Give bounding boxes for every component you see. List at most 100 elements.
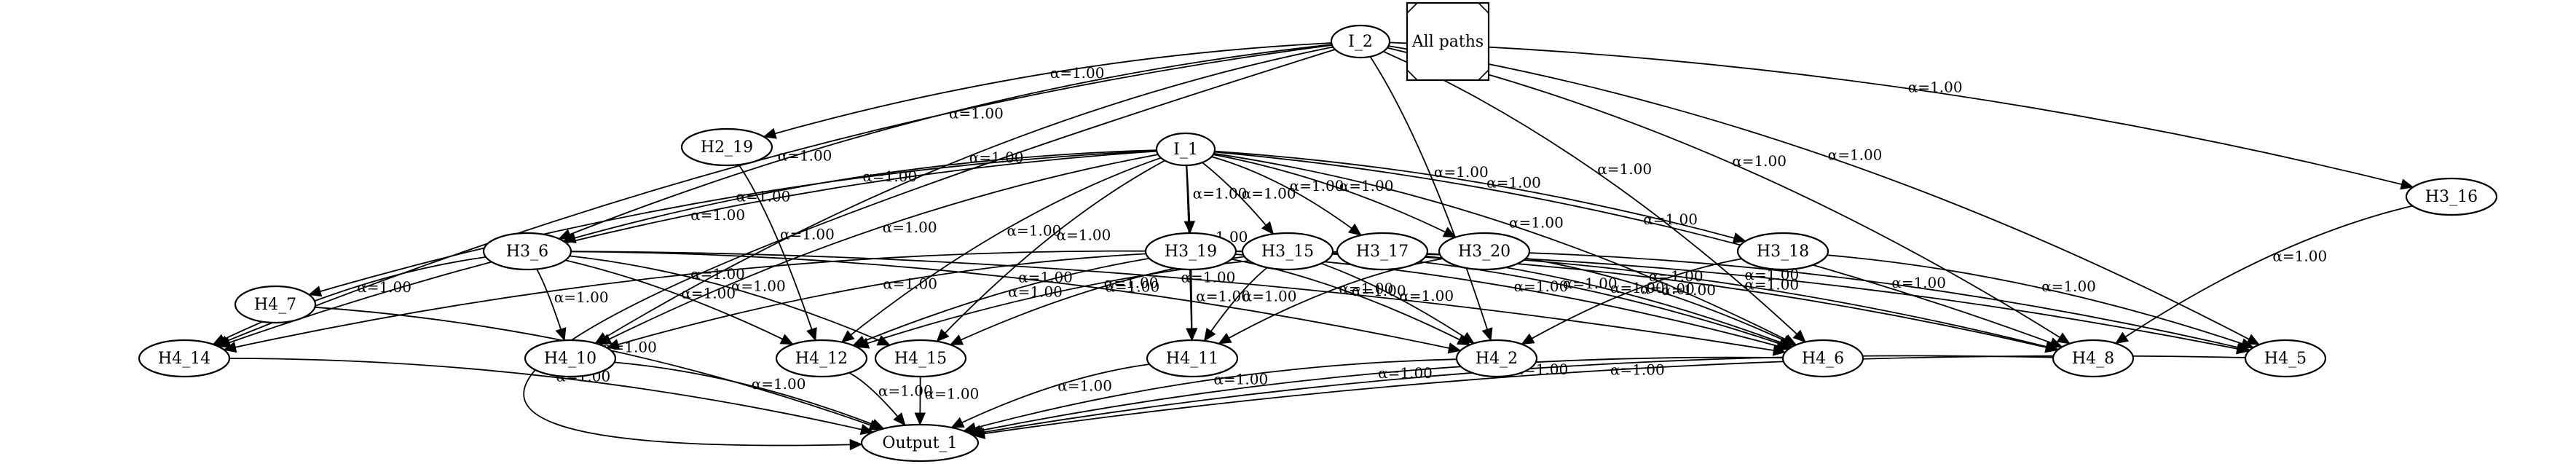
edge-h3-6-to-h4-12 (565, 259, 794, 345)
node-ellipse (1330, 24, 1391, 59)
node-ellipse (1144, 232, 1237, 271)
arrowhead-h3-6-to-h4-10 (555, 327, 567, 342)
node-label: H4_14 (158, 350, 210, 368)
edge-weight-label: α=1.00 (1339, 280, 1393, 297)
node-ellipse (524, 339, 617, 378)
edge-i-1-to-h4-6 (1213, 152, 1797, 346)
arrowhead-i-1-to-h3-18 (1732, 232, 1746, 244)
legend-box: All paths (1406, 1, 1490, 82)
arrowhead-h4-11-to-output-1 (950, 417, 965, 428)
edge-weight-label: α=1.00 (1104, 274, 1159, 291)
node-ellipse (1155, 132, 1216, 167)
edge-i-1-to-h4-7 (309, 150, 1157, 296)
arrowhead-h3-19-to-h4-11 (1186, 328, 1198, 342)
node-ellipse (874, 339, 967, 378)
arrowhead-i-1-to-h4-7 (308, 286, 323, 297)
edge-weight-label: α=1.00 (1434, 163, 1489, 181)
edge-weight-label: α=1.00 (1732, 152, 1787, 170)
edge-i-2-to-h4-8 (1387, 47, 2071, 345)
node-h3-17: H3_17 (1336, 232, 1429, 271)
edge-weight-label: α=1.00 (1378, 364, 1433, 382)
node-ellipse (860, 423, 980, 463)
edge-i-1-to-h3-17 (1211, 156, 1362, 236)
node-ellipse (1781, 339, 1864, 378)
node-i-1: I_1 (1155, 132, 1216, 167)
edge-h4-10-to-output-1 (614, 361, 884, 430)
edge-weight-label: α=1.00 (1610, 361, 1665, 378)
arrowhead-h4-10-to-output-1 (870, 419, 885, 430)
edge-i-2-to-h4-5 (1388, 45, 2260, 345)
arrowhead-h3-15-to-h4-2 (1460, 331, 1475, 345)
node-h2-19: H2_19 (680, 127, 773, 167)
node-label: H4_5 (2264, 350, 2307, 368)
edge-weight-label: α=1.00 (1399, 287, 1454, 304)
edge-h3-19-to-h4-14 (224, 250, 1146, 350)
node-h4-14: H4_14 (138, 339, 231, 378)
edge-h3-16-to-h4-8 (2115, 205, 2413, 345)
arrowhead-i-1-to-h3-20 (1442, 227, 1457, 238)
node-h3-18: H3_18 (1736, 232, 1829, 271)
edge-weight-label: α=1.00 (1339, 177, 1394, 194)
edge-h4-2-to-output-1 (964, 358, 1457, 432)
node-ellipse (680, 127, 773, 167)
node-h4-2: H4_2 (1455, 339, 1538, 378)
edge-h3-6-to-h4-2 (570, 251, 1461, 352)
edge-i-2-to-h3-16 (1389, 42, 2414, 188)
edge-weight-label: α=1.00 (736, 188, 791, 205)
node-h3-15: H3_15 (1241, 232, 1334, 271)
node-label: H4_12 (795, 350, 848, 368)
edge-weight-label: α=1.00 (1242, 184, 1296, 202)
edge-h4-11-to-output-1 (951, 363, 1150, 428)
edge-weight-label: α=1.00 (2272, 248, 2327, 265)
edge-i-1-to-h4-12 (841, 157, 1162, 343)
arrowhead-i-2-to-output-1 (849, 439, 863, 451)
node-label: H4_2 (1476, 350, 1518, 368)
arrowhead-i-1-to-h4-15 (936, 329, 950, 342)
node-i-2: I_2 (1330, 24, 1391, 59)
arrowhead-i-1-to-h4-12 (840, 330, 855, 343)
edge-weight-label: α=1.00 (949, 104, 1004, 122)
arrowhead-h4-5-to-output-1 (972, 428, 986, 439)
arrowhead-h3-6-to-h4-12 (779, 334, 794, 345)
edge-h4-6-to-output-1 (969, 356, 1784, 434)
edge-i-1-to-h3-6 (563, 149, 1157, 242)
node-ellipse (1146, 339, 1239, 378)
edge-weight-label: α=1.00 (1242, 287, 1297, 304)
edge-weight-label: α=1.00 (1352, 282, 1406, 299)
node-h4-11: H4_11 (1146, 339, 1239, 378)
edge-weight-label: α=1.00 (1057, 227, 1111, 244)
edge-i-2-to-h3-6 (559, 44, 1332, 240)
edge-h3-15-to-h4-11 (1203, 267, 1268, 342)
edge-h3-17-to-h4-8 (1427, 253, 2059, 350)
edge-weight-label: α=1.00 (878, 382, 933, 400)
node-ellipse (1241, 232, 1334, 271)
node-label: H4_7 (254, 296, 296, 314)
node-h3-19: H3_19 (1144, 232, 1237, 271)
node-h4-6: H4_6 (1781, 339, 1864, 378)
arrowhead-i-1-to-h3-6 (562, 232, 577, 244)
edge-weight-label: α=1.00 (862, 168, 917, 185)
edge-h3-18-to-h4-5 (1827, 254, 2254, 348)
edge-h3-6-to-h4-14 (213, 256, 487, 345)
arrowhead-i-2-to-h2-19 (763, 127, 777, 139)
edge-weight-label: α=1.00 (554, 288, 609, 306)
edge-weight-label: α=1.00 (1057, 377, 1112, 395)
edge-weight-label: α=1.00 (969, 149, 1024, 166)
arrowhead-h2-19-to-h4-12 (806, 327, 817, 342)
node-label: Output_1 (882, 434, 957, 452)
node-label: H4_15 (894, 350, 947, 368)
node-h4-5: H4_5 (2244, 339, 2327, 378)
edge-i-1-to-h3-15 (1202, 162, 1275, 235)
arrowhead-h3-18-to-h4-5 (2240, 338, 2255, 350)
edge-weight-label: α=1.00 (1213, 371, 1268, 388)
edge-weight-label: α=1.00 (731, 278, 786, 295)
arrowhead-h3-6-to-h4-2 (1447, 342, 1462, 354)
edge-weight-label: α=1.00 (1649, 267, 1703, 285)
node-ellipse (138, 339, 231, 378)
arrowhead-h4-15-to-output-1 (914, 412, 926, 426)
edge-weight-label: α=1.00 (1610, 279, 1665, 296)
edge-weight-label: α=1.00 (1643, 211, 1698, 228)
node-ellipse (1455, 339, 1538, 378)
edge-weight-label: α=1.00 (1181, 268, 1236, 286)
edge-weight-label: α=1.00 (1891, 274, 1946, 291)
